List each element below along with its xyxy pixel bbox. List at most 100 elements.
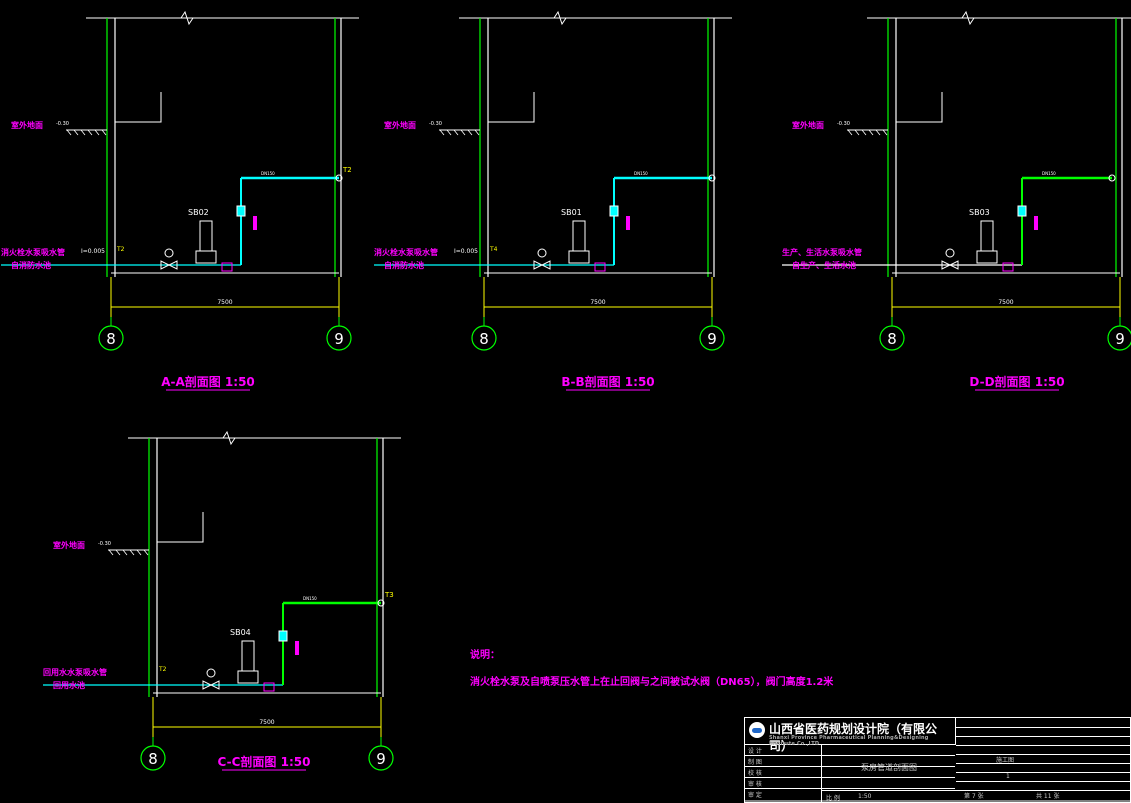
valve-icon [202, 680, 213, 690]
ground-hatch [115, 549, 121, 556]
axis-bubble-right [326, 325, 352, 351]
ground-hatch [108, 549, 114, 556]
title-block: 山西省医药规划设计院（有限公司） Shanxi Province Pharmac… [744, 717, 1131, 803]
pump-base [263, 682, 275, 692]
dim-text: 7500 [259, 719, 274, 726]
company-name-en: Shanxi Province Pharmaceutical Planning&… [769, 735, 929, 747]
inlet-label-1: 消火栓水泵吸水管 [374, 247, 438, 257]
flange-marker [626, 216, 630, 230]
inlet-label-2: 自生产、生活水池 [792, 260, 856, 270]
ground-label: 室外地面 [792, 120, 824, 130]
pump-motor [199, 220, 213, 252]
role-design: 设 计 [748, 748, 762, 755]
pipe-end-icon [708, 174, 716, 182]
title-info-grid: 施工图 1 第 7 张 共 11 张 [956, 718, 1130, 802]
role-draw: 制 图 [748, 759, 762, 766]
section-title: D-D剖面图 1:50 [969, 374, 1064, 389]
ground-hatch [882, 129, 888, 136]
inner-ledge [115, 92, 162, 123]
dim-text: 7500 [998, 299, 1013, 306]
ground-label: 室外地面 [53, 540, 85, 550]
inlet-label-1: 回用水水泵吸水管 [43, 667, 107, 677]
section-title: C-C剖面图 1:50 [218, 754, 311, 769]
scale-label: 比 例 [826, 795, 840, 802]
inlet-tag: T4 [489, 246, 498, 253]
axis-label-left: 8 [479, 330, 489, 348]
dim-text: 7500 [217, 299, 232, 306]
ground-hatch [861, 129, 867, 136]
inlet-label-2: 回用水池 [53, 680, 85, 690]
sheet-total: 共 11 张 [1036, 793, 1060, 800]
ground-hatch [122, 549, 128, 556]
axis-bubble-left [471, 325, 497, 351]
axis-label-left: 8 [106, 330, 116, 348]
valve-icon [941, 260, 952, 270]
axis-bubble-left [140, 745, 166, 771]
drawing-name-cell: 泵房管道剖面图 [821, 744, 956, 790]
scale-value: 1:50 [858, 793, 872, 800]
notes-heading: 说明： [470, 650, 500, 661]
ground-hatch [66, 129, 72, 136]
pipe-size: DN150 [634, 171, 648, 176]
axis-bubble-left [98, 325, 124, 351]
ground-hatch [87, 129, 93, 136]
pipe-end-icon [335, 174, 343, 182]
ground-hatch [439, 129, 445, 136]
pump-tag: SB03 [969, 208, 990, 217]
company-logo-block: 山西省医药规划设计院（有限公司） Shanxi Province Pharmac… [745, 718, 956, 753]
role-rows: 设 计 制 图 校 核 审 核 审 定 [745, 744, 955, 802]
role-check: 校 核 [748, 770, 762, 777]
design-notes: 说明： 消火栓水泵及自喷泵压水管上在止回阀与之间被试水阀（DN65），阀门高度1… [470, 646, 833, 688]
inner-ledge [157, 512, 204, 543]
break-symbol [180, 10, 194, 26]
gauge-icon [164, 248, 174, 258]
valve-icon [540, 260, 551, 270]
check-valve-icon [609, 205, 619, 217]
valve-icon [533, 260, 544, 270]
pipe-end-icon [1108, 174, 1116, 182]
inner-ledge [896, 92, 943, 123]
ground-label: 室外地面 [384, 120, 416, 130]
pump-base [1002, 262, 1014, 272]
company-name-cn: 山西省医药规划设计院（有限公司） [769, 722, 938, 753]
pump-motor [980, 220, 994, 252]
check-valve-icon [1017, 205, 1027, 217]
valve-icon [160, 260, 171, 270]
axis-bubble-right [1107, 325, 1131, 351]
ground-hatch [460, 129, 466, 136]
axis-bubble-right [368, 745, 394, 771]
gauge-icon [945, 248, 955, 258]
check-valve-icon [278, 630, 288, 642]
ground-hatch [868, 129, 874, 136]
break-symbol [222, 430, 236, 446]
inlet-label-1: 消火栓水泵吸水管 [1, 247, 65, 257]
ground-hatch [129, 549, 135, 556]
pump-tag: SB01 [561, 208, 582, 217]
role-approve: 审 定 [748, 792, 762, 799]
axis-label-left: 8 [148, 750, 158, 768]
valve-icon [948, 260, 959, 270]
pump-body [976, 250, 998, 264]
section-title: B-B剖面图 1:50 [561, 374, 654, 389]
ground-hatch [80, 129, 86, 136]
pump-base [221, 262, 233, 272]
axis-bubble-right [699, 325, 725, 351]
notes-text: 消火栓水泵及自喷泵压水管上在止回阀与之间被试水阀（DN65），阀门高度1.2米 [470, 677, 834, 688]
pipe-size: DN150 [261, 171, 275, 176]
gauge-icon [537, 248, 547, 258]
scale-cell: 比 例 1:50 [821, 790, 956, 803]
ground-hatch [73, 129, 79, 136]
section-title: A-A剖面图 1:50 [161, 374, 255, 389]
pipe-end-icon [377, 599, 385, 607]
stage-value: 施工图 [996, 757, 1015, 764]
pump-body [195, 250, 217, 264]
ground-hatch [446, 129, 452, 136]
ground-elev: -0.30 [837, 121, 850, 127]
ground-hatch [474, 129, 480, 136]
break-symbol [553, 10, 567, 26]
pump-tag: SB04 [230, 628, 251, 637]
